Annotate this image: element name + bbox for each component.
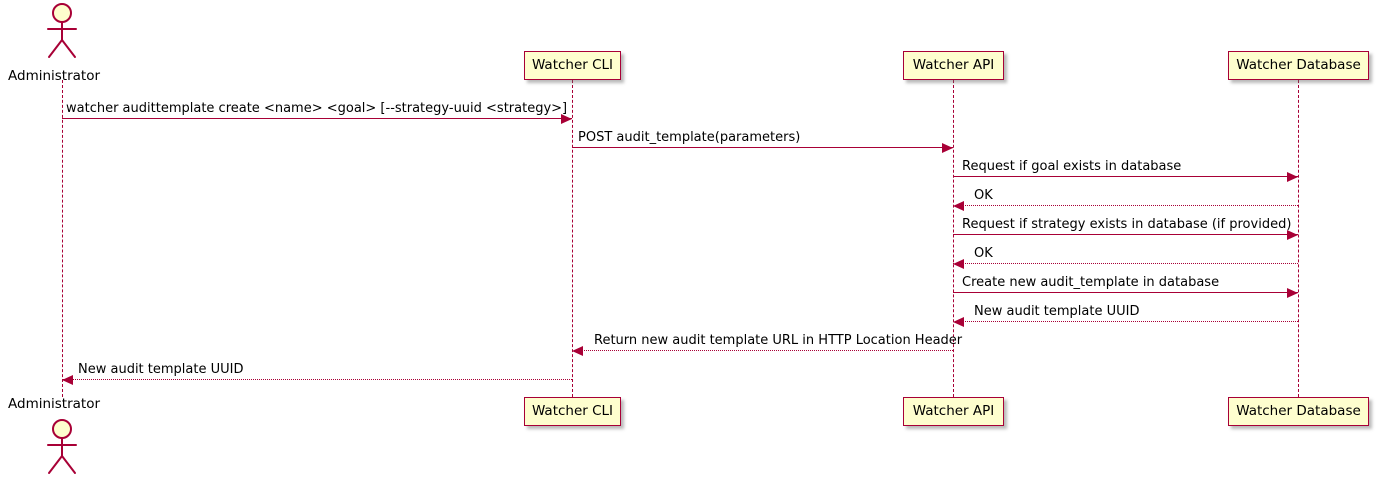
participant-cli-top[interactable]: Watcher CLI: [524, 51, 621, 80]
message-arrowhead-4: [1287, 229, 1298, 240]
message-line-7: [953, 321, 1298, 322]
message-label-9: New audit template UUID: [78, 362, 244, 377]
message-label-8: Return new audit template URL in HTTP Lo…: [594, 333, 963, 348]
message-label-2: Request if goal exists in database: [962, 159, 1182, 174]
participant-api-top[interactable]: Watcher API: [903, 51, 1004, 80]
message-arrowhead-2: [1287, 171, 1298, 182]
message-arrowhead-9: [62, 374, 73, 385]
lifeline-cli: [572, 80, 573, 397]
participant-cli-bottom[interactable]: Watcher CLI: [524, 397, 621, 426]
participant-api-bottom[interactable]: Watcher API: [903, 397, 1004, 426]
message-label-5: OK: [974, 246, 993, 261]
message-line-4: [953, 234, 1298, 235]
message-label-7: New audit template UUID: [974, 304, 1140, 319]
message-label-1: POST audit_template(parameters): [578, 130, 801, 145]
message-arrowhead-3: [953, 200, 964, 211]
message-line-3: [953, 205, 1298, 206]
actor-administrator-bottom: [36, 418, 88, 476]
message-line-9: [62, 379, 572, 380]
message-line-0: [62, 118, 572, 119]
message-arrowhead-7: [953, 316, 964, 327]
message-label-6: Create new audit_template in database: [962, 275, 1220, 290]
message-label-3: OK: [974, 188, 993, 203]
message-label-4: Request if strategy exists in database (…: [962, 217, 1292, 232]
message-arrowhead-1: [942, 142, 953, 153]
lifeline-administrator: [62, 80, 63, 397]
message-line-5: [953, 263, 1298, 264]
message-arrowhead-5: [953, 258, 964, 269]
actor-label-administrator-top: Administrator: [8, 68, 101, 84]
message-line-1: [572, 147, 953, 148]
message-arrowhead-6: [1287, 287, 1298, 298]
message-arrowhead-8: [572, 345, 583, 356]
actor-figure-icon: [47, 419, 77, 474]
message-arrowhead-0: [561, 113, 572, 124]
lifeline-database: [1298, 80, 1299, 397]
message-line-8: [572, 350, 953, 351]
participant-database-bottom[interactable]: Watcher Database: [1228, 397, 1369, 426]
lifeline-api: [953, 80, 954, 397]
message-label-0: watcher audittemplate create <name> <goa…: [66, 101, 568, 116]
participant-database-top[interactable]: Watcher Database: [1228, 51, 1369, 80]
actor-label-administrator-bottom: Administrator: [8, 396, 101, 412]
message-line-2: [953, 176, 1298, 177]
actor-figure-icon: [47, 3, 77, 58]
message-line-6: [953, 292, 1298, 293]
actor-administrator-top: [36, 2, 88, 60]
